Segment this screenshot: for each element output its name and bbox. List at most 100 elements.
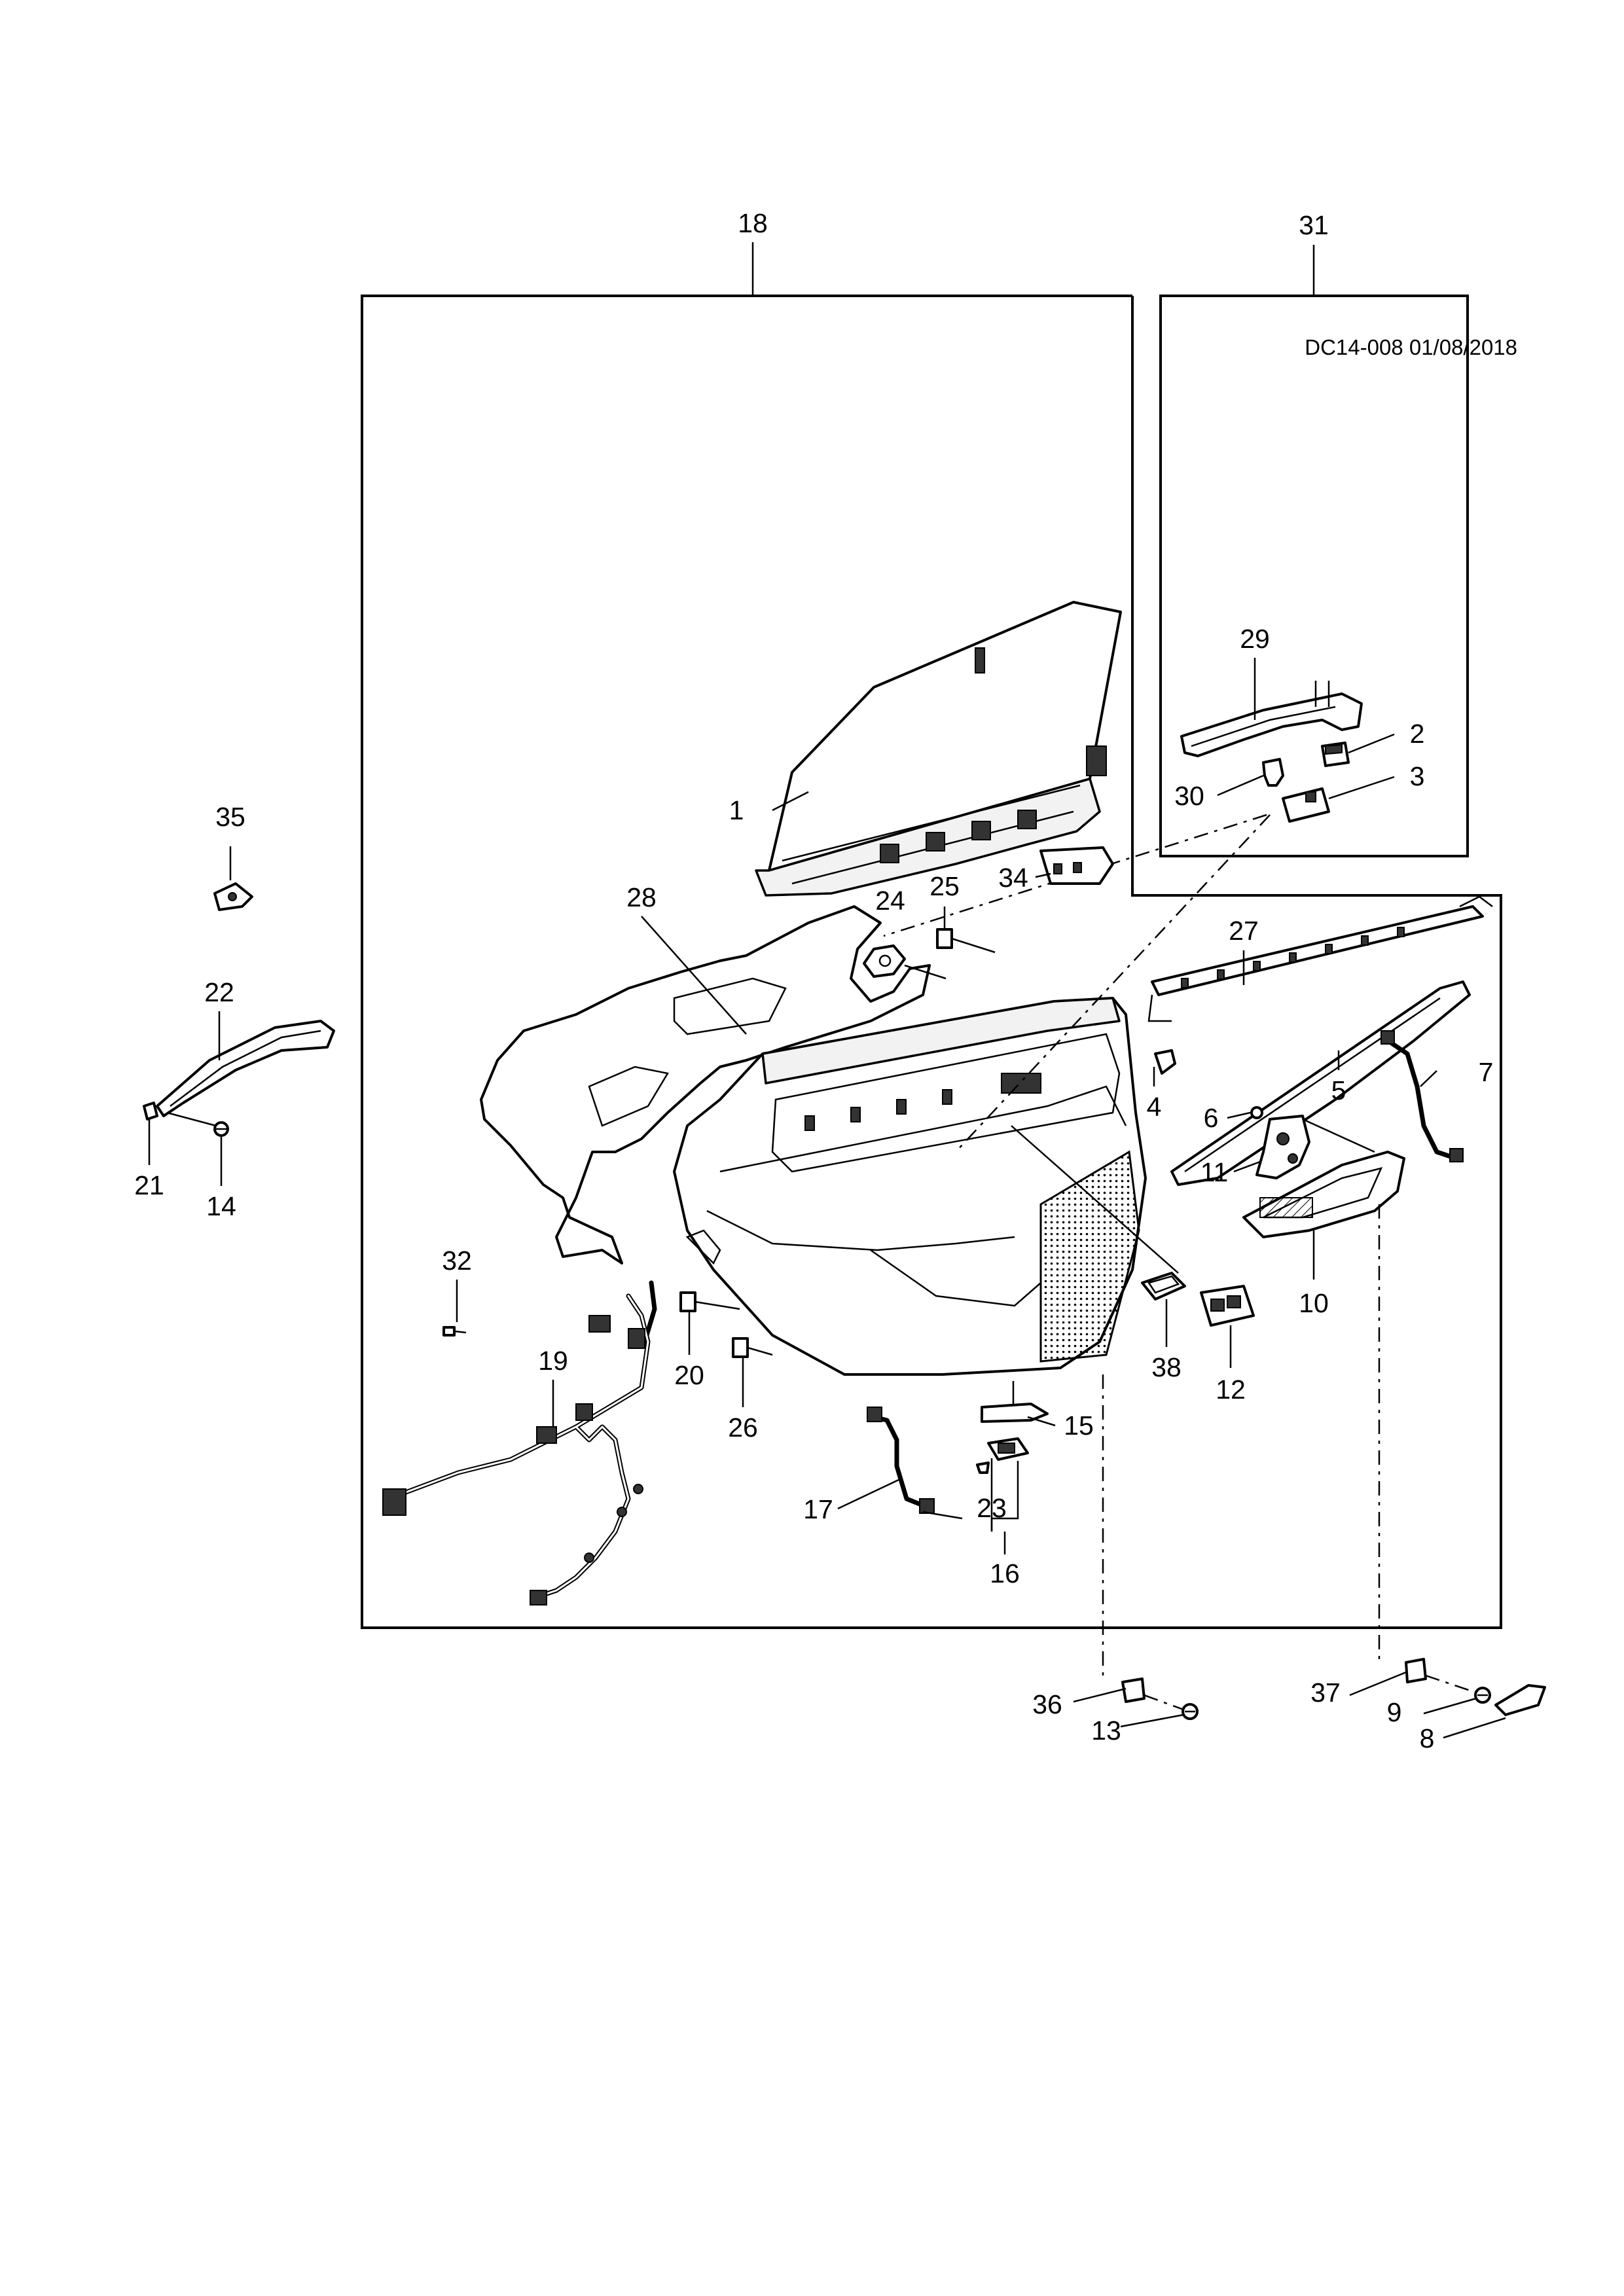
callout-10: 10 <box>1299 1288 1329 1318</box>
part-22-pull-handle <box>156 1020 335 1117</box>
part-28-water-shield <box>480 905 931 1265</box>
leader-17 <box>837 1478 901 1510</box>
callout-25: 25 <box>929 871 960 901</box>
callout-15: 15 <box>1064 1410 1094 1441</box>
leader-1 <box>772 791 809 812</box>
leader-14-b <box>166 1111 217 1127</box>
callout-29: 29 <box>1240 624 1270 654</box>
part-24-nut <box>863 944 906 978</box>
callout-3: 3 <box>1410 761 1425 791</box>
leader-3 <box>1328 776 1395 800</box>
leader-15 <box>1027 1416 1056 1427</box>
part-15-trim <box>981 1403 1049 1423</box>
part-27-upper-rail <box>1147 895 1493 1022</box>
callout-37: 37 <box>1310 1677 1341 1708</box>
callout-1: 1 <box>729 795 744 825</box>
callout-34: 34 <box>998 863 1028 893</box>
leader-7 <box>1420 1070 1437 1087</box>
callout-32: 32 <box>442 1246 472 1276</box>
projection-line-37-to-9 <box>1425 1674 1477 1694</box>
part-11-switch-bracket <box>1255 1115 1310 1179</box>
callout-14: 14 <box>206 1191 236 1221</box>
part-6-screw <box>1250 1106 1263 1119</box>
callout-21: 21 <box>134 1170 164 1200</box>
leader-11 <box>1233 1160 1261 1173</box>
callout-38: 38 <box>1151 1352 1182 1382</box>
assembly-frame-18 <box>361 295 1502 1629</box>
callout-24: 24 <box>875 886 905 916</box>
part-37-bracket <box>1405 1658 1427 1683</box>
callout-20: 20 <box>674 1360 704 1390</box>
part-36-bracket <box>1121 1677 1146 1703</box>
callout-31: 31 <box>1299 210 1329 240</box>
part-5-armrest-trim <box>1170 980 1471 1186</box>
part-18-door-trim-panel <box>673 997 1147 1376</box>
projection-line-36-to-13 <box>1144 1694 1184 1711</box>
callout-36: 36 <box>1032 1689 1062 1719</box>
part-4-clip <box>1154 1049 1176 1075</box>
leader-11-b <box>1302 1118 1375 1153</box>
part-23-screw <box>976 1462 990 1474</box>
part-19-wiring-harness <box>382 1280 657 1605</box>
part-9-screw <box>1474 1687 1491 1704</box>
part-21-clip <box>143 1102 158 1121</box>
leader-30 <box>1217 774 1264 797</box>
part-34-bracket <box>1039 846 1114 885</box>
callout-16: 16 <box>990 1558 1020 1588</box>
part-29-assist-handle <box>1180 681 1363 757</box>
callout-7: 7 <box>1479 1057 1494 1087</box>
leader-38-b <box>1011 1125 1179 1274</box>
part-17-wire-lead <box>867 1407 935 1514</box>
part-38-bezel <box>1141 1272 1186 1300</box>
callout-labels: 18 31 29 2 30 3 1 35 25 34 28 24 27 22 7… <box>134 208 1493 1753</box>
callout-12: 12 <box>1216 1374 1246 1405</box>
projection-line-31-to-panel <box>883 814 1267 937</box>
callout-6: 6 <box>1204 1103 1219 1133</box>
callout-4: 4 <box>1147 1092 1162 1122</box>
part-3-bracket <box>1282 787 1330 823</box>
leader-2 <box>1348 733 1395 754</box>
part-30-push-clip <box>1262 758 1284 787</box>
callout-19: 19 <box>538 1346 568 1376</box>
leader-34 <box>1035 872 1051 878</box>
callout-22: 22 <box>204 977 234 1007</box>
leader-9 <box>1423 1697 1477 1715</box>
part-26-push-pin <box>732 1337 773 1358</box>
part-32-pin <box>442 1326 467 1336</box>
part-13-screw <box>1182 1703 1199 1720</box>
part-10-handle-bezel <box>1242 1151 1405 1238</box>
callout-30: 30 <box>1174 781 1204 811</box>
part-35-clip <box>213 882 253 911</box>
leader-24 <box>904 964 947 980</box>
part-2-clip <box>1321 742 1350 767</box>
callout-8: 8 <box>1420 1723 1435 1753</box>
leader-37 <box>1349 1671 1407 1696</box>
part-12-switch <box>1200 1285 1255 1327</box>
part-25-push-pin <box>936 928 996 954</box>
callout-9: 9 <box>1387 1697 1402 1727</box>
part-8-cover-cap <box>1494 1684 1546 1716</box>
callout-17: 17 <box>803 1494 833 1524</box>
callout-18: 18 <box>738 208 768 238</box>
callout-26: 26 <box>728 1412 758 1443</box>
part-7-wire-lead <box>1380 1030 1464 1162</box>
callout-2: 2 <box>1410 719 1425 749</box>
part-16-module <box>987 1437 1029 1461</box>
callout-27: 27 <box>1229 916 1259 946</box>
callout-5: 5 <box>1331 1075 1346 1105</box>
part-1-upper-trim-panel <box>755 601 1122 897</box>
callout-23: 23 <box>977 1493 1007 1523</box>
part-20-push-pin <box>679 1291 740 1312</box>
leader-28 <box>641 916 747 1035</box>
callout-13: 13 <box>1091 1715 1121 1746</box>
leader-8 <box>1443 1717 1506 1739</box>
part-14-screw <box>213 1121 229 1137</box>
document-reference: DC14-008 01/08/2018 <box>1305 335 1517 359</box>
callout-11: 11 <box>1200 1157 1229 1187</box>
leader-13 <box>1120 1713 1184 1728</box>
leader-36 <box>1073 1687 1127 1703</box>
leader-6 <box>1227 1111 1251 1119</box>
leader-17-b <box>922 1511 963 1520</box>
callout-28: 28 <box>626 882 657 912</box>
